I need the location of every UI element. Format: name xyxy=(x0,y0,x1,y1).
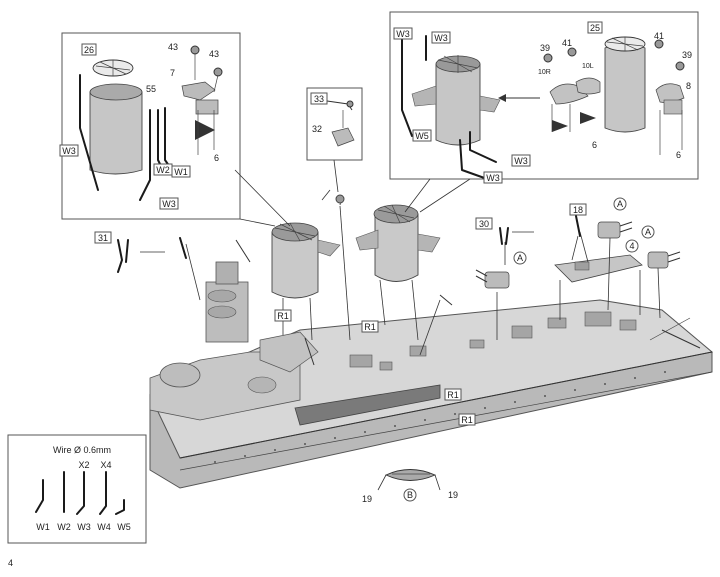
tag-b: B xyxy=(407,490,413,500)
part-31 xyxy=(117,239,165,273)
label-10r: 10R xyxy=(538,69,551,76)
label-19b: 19 xyxy=(448,490,458,500)
label-39b: 39 xyxy=(682,50,692,60)
label-31: 31 xyxy=(98,233,108,243)
tag-w3-c: W3 xyxy=(396,29,410,39)
wire-legend-title: Wire Ø 0.6mm xyxy=(53,445,111,455)
boat-b xyxy=(377,469,441,491)
tag-w3-d: W3 xyxy=(434,33,448,43)
tag-w3-b: W3 xyxy=(162,199,176,209)
mast-parts xyxy=(179,194,453,366)
turret-a-2 xyxy=(647,251,681,269)
tag-w1: W1 xyxy=(174,167,188,177)
part-18 xyxy=(571,215,581,261)
label-8: 8 xyxy=(686,81,691,91)
wire-legend xyxy=(7,434,147,544)
tag-a-3: A xyxy=(517,253,523,263)
label-7: 7 xyxy=(170,68,175,78)
assembly-tags: A A A R1 R1 R1 R1 B xyxy=(274,197,655,502)
wire-legend-w3: W3 xyxy=(77,522,91,532)
wire-tags: W3 W3 W2 W1 W3 W3 W3 W5 W3 xyxy=(59,27,531,210)
label-6b: 6 xyxy=(592,140,597,150)
wire-legend-text: Wire Ø 0.6mm X2 X4 W1 W2 W3 W4 W5 xyxy=(36,445,131,532)
label-41a: 41 xyxy=(562,38,572,48)
wire-legend-w4: W4 xyxy=(97,522,111,532)
funnel-aft xyxy=(355,204,441,282)
label-10l: 10L xyxy=(582,63,594,70)
tag-w3-f: W3 xyxy=(486,173,500,183)
funnel-fore xyxy=(271,222,341,299)
tag-r1-d: R1 xyxy=(461,415,473,425)
tag-r1-c: R1 xyxy=(447,390,459,400)
label-6a: 6 xyxy=(214,153,219,163)
label-30: 30 xyxy=(479,219,489,229)
label-6c: 6 xyxy=(676,150,681,160)
label-4: 4 xyxy=(629,241,634,251)
label-55: 55 xyxy=(146,84,156,94)
tag-r1-b: R1 xyxy=(364,322,376,332)
label-33: 33 xyxy=(314,94,324,104)
tag-r1-a: R1 xyxy=(277,311,289,321)
label-25: 25 xyxy=(590,23,600,33)
deck-fittings xyxy=(349,311,637,371)
platform-4 xyxy=(554,254,643,283)
turret-a-1 xyxy=(597,221,633,239)
wire-count-x4: X4 xyxy=(100,460,111,470)
label-26: 26 xyxy=(84,45,94,55)
wire-count-x2: X2 xyxy=(78,460,89,470)
tag-a-2: A xyxy=(645,227,651,237)
wire-legend-w1: W1 xyxy=(36,522,50,532)
portholes xyxy=(214,371,666,463)
wire-legend-w2: W2 xyxy=(57,522,71,532)
label-41b: 41 xyxy=(654,31,664,41)
tag-w3-e: W3 xyxy=(514,156,528,166)
label-19a: 19 xyxy=(362,494,372,504)
page-number: 4 xyxy=(8,558,13,568)
part-numbers: 26 55 43 43 7 6 33 32 25 39 41 10R 10L 4… xyxy=(81,21,692,504)
tag-w2: W2 xyxy=(156,165,170,175)
bridge-superstructure xyxy=(149,261,319,421)
label-43b: 43 xyxy=(209,49,219,59)
turret-fore xyxy=(475,269,510,289)
tag-w5: W5 xyxy=(415,131,429,141)
wire-legend-w5: W5 xyxy=(117,522,131,532)
tag-w3-a: W3 xyxy=(62,146,76,156)
label-39a: 39 xyxy=(540,43,550,53)
detail-panel-fore-funnel xyxy=(61,32,241,220)
tag-a-1: A xyxy=(617,199,623,209)
label-32: 32 xyxy=(312,124,322,134)
label-18: 18 xyxy=(573,205,583,215)
part-30 xyxy=(499,227,534,245)
label-43a: 43 xyxy=(168,42,178,52)
